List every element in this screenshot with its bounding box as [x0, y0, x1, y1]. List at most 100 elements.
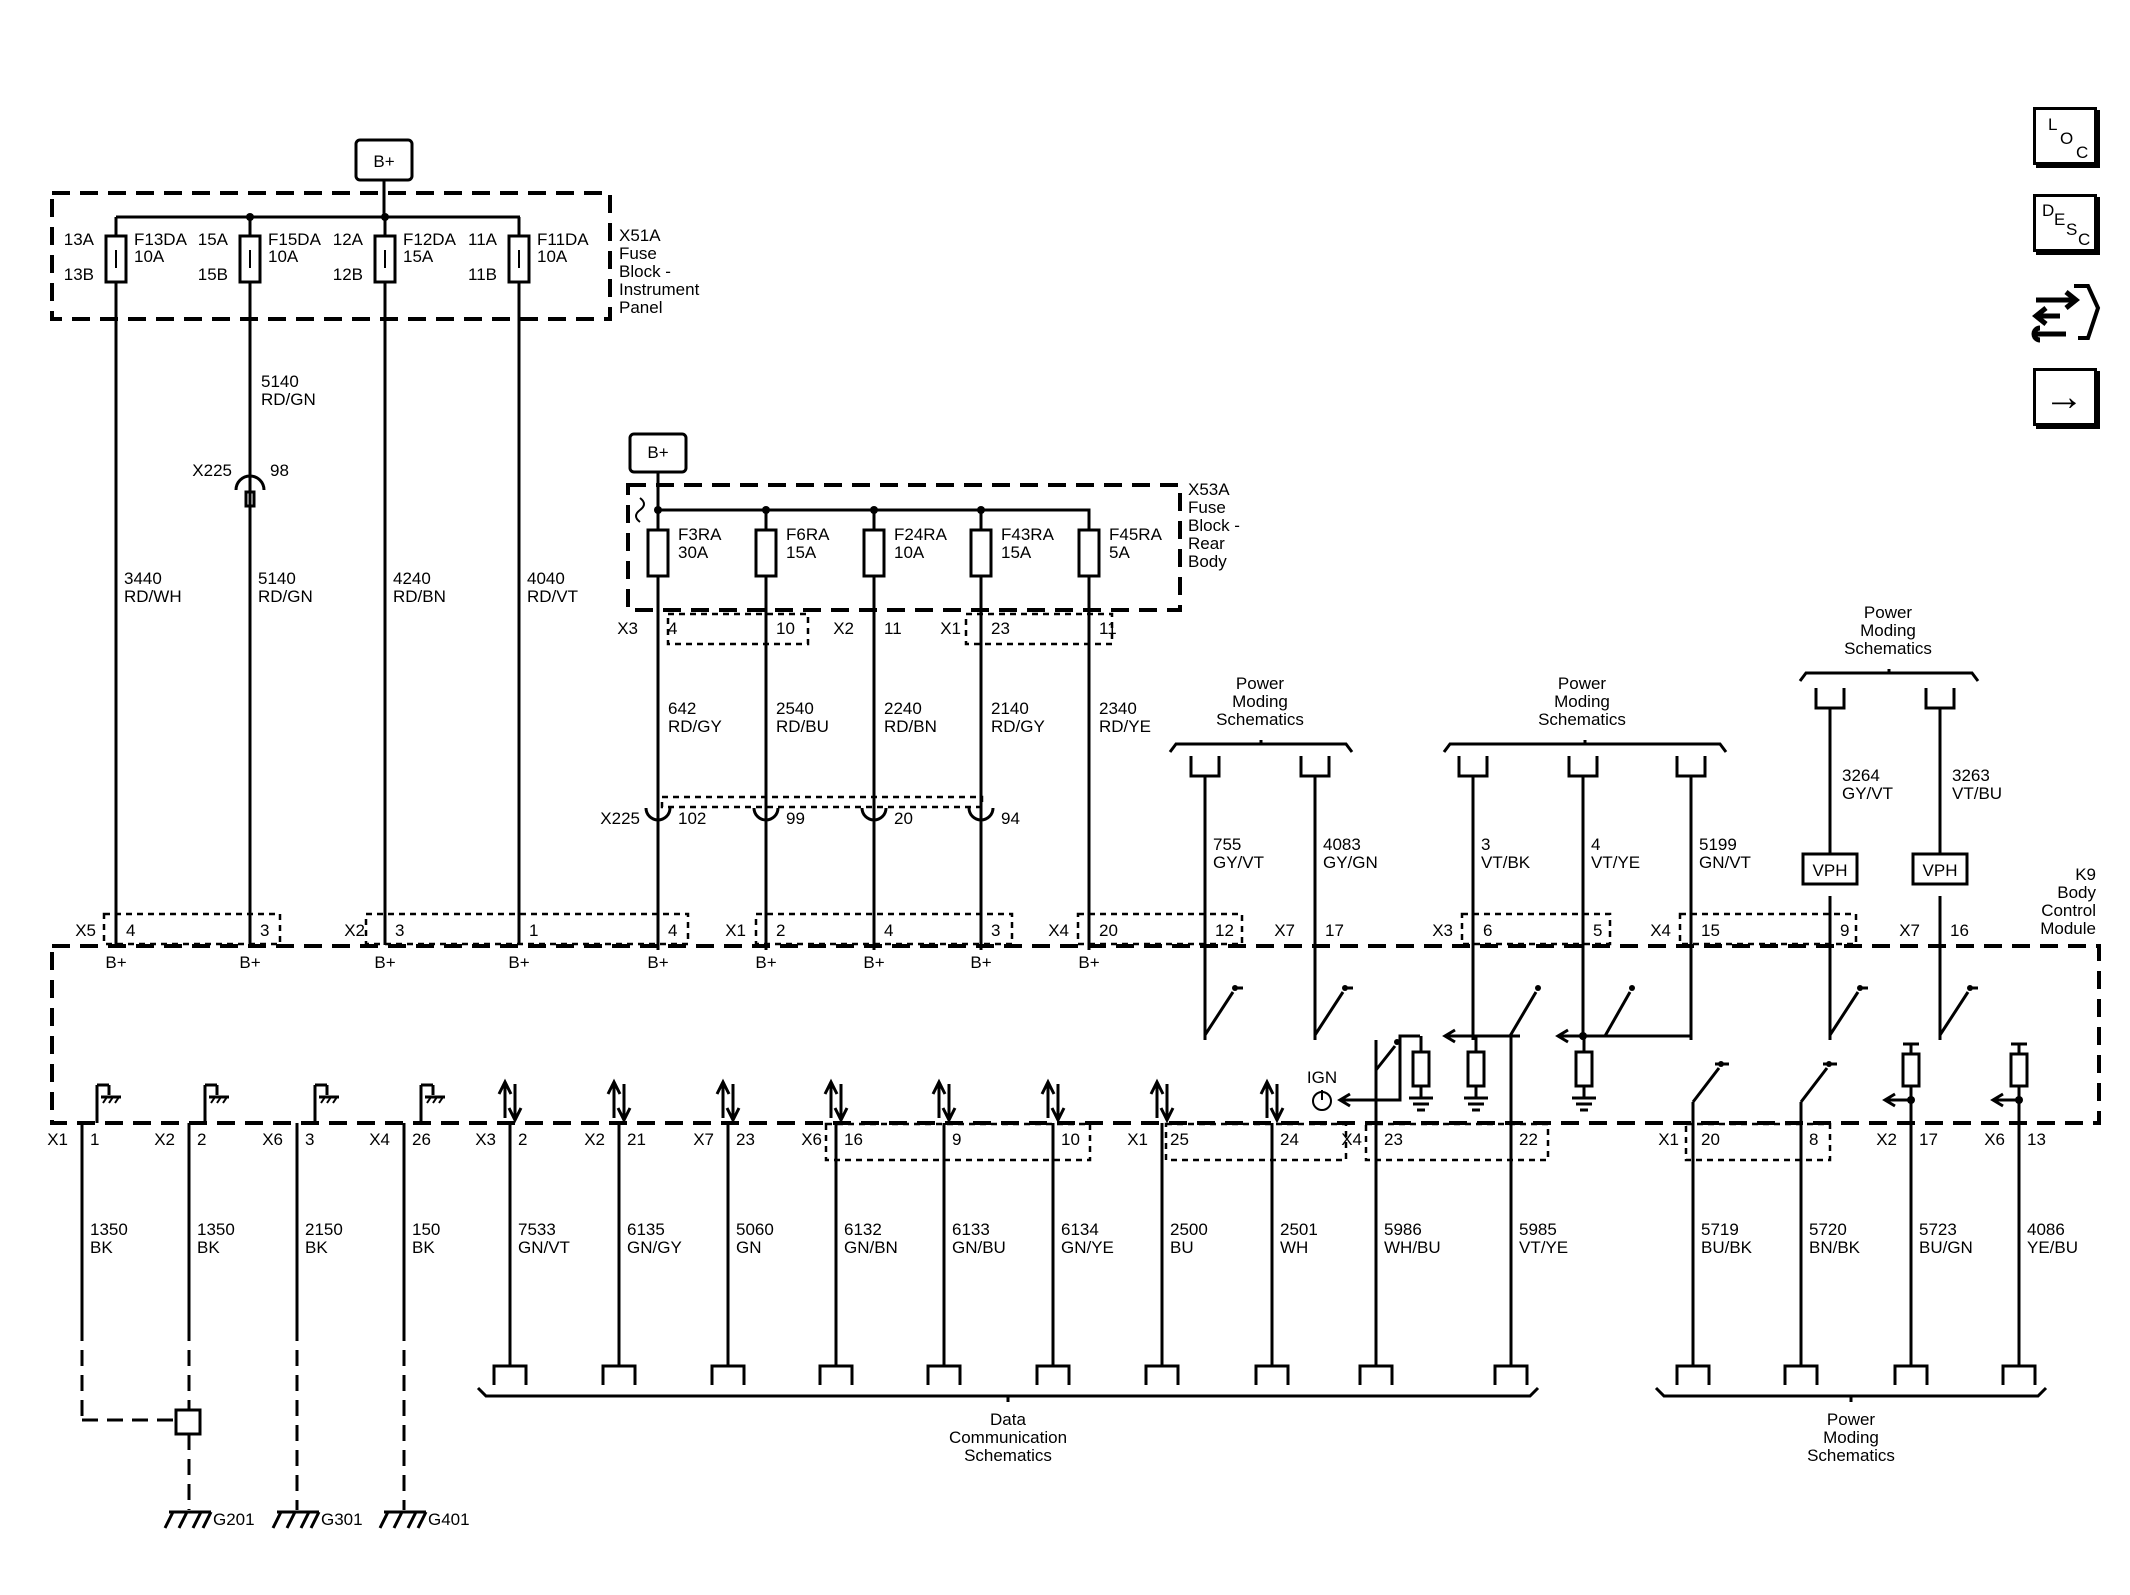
- connector-group: [364, 912, 690, 946]
- wire-number: 755: [1213, 835, 1241, 854]
- wire-color: GN/BU: [952, 1238, 1006, 1257]
- connector-group: [1684, 1122, 1832, 1162]
- connector-pin: 3: [395, 921, 404, 940]
- wire-color: YE/BU: [2027, 1238, 2078, 1257]
- fuse-out-pin: 13B: [64, 265, 94, 284]
- ground-icon: [271, 1511, 321, 1529]
- connector-pin: 23: [736, 1130, 755, 1149]
- ground-icon: [163, 1511, 213, 1529]
- connector-pin: 4: [668, 921, 677, 940]
- schematic-connector: [1299, 756, 1331, 778]
- fuse-rating: 10A: [894, 543, 925, 562]
- inline-connector-x225: [234, 474, 266, 491]
- wire-number: 4083: [1323, 835, 1361, 854]
- fuse-block-x53a-name: Fuse: [1188, 498, 1226, 517]
- switch-contact: [1473, 991, 1538, 1038]
- power-moding-reference: Moding: [1554, 692, 1610, 711]
- wire-color: RD/GN: [258, 587, 313, 606]
- connector-pin: 8: [1809, 1130, 1818, 1149]
- wire-color: RD/YE: [1099, 717, 1151, 736]
- connector-pin: 6: [1483, 921, 1492, 940]
- location-button[interactable]: L O C: [2033, 107, 2097, 165]
- connector-pin: 20: [1701, 1130, 1720, 1149]
- wire-number: 5140: [261, 372, 299, 391]
- bidirectional-arrow-icon: [931, 1078, 947, 1095]
- schematic-connector: [1675, 1364, 1711, 1385]
- pull-resistor: [1466, 1050, 1486, 1088]
- connector-pin: 25: [1170, 1130, 1189, 1149]
- fuse-rating: 10A: [268, 247, 299, 266]
- wire-number: 4040: [527, 569, 565, 588]
- wire-color: BK: [305, 1238, 328, 1257]
- wire-number: 5985: [1519, 1220, 1557, 1239]
- switch-contact: [1203, 991, 1235, 1036]
- wire-number: 2501: [1280, 1220, 1318, 1239]
- fuse-in-pin: 12A: [333, 230, 364, 249]
- fuse-name: F6RA: [786, 525, 830, 544]
- connector-name: X6: [262, 1130, 283, 1149]
- wire-number: 2240: [884, 699, 922, 718]
- wire-color: RD/GY: [668, 717, 722, 736]
- connector-group: [1076, 912, 1244, 946]
- fuse-name: F43RA: [1001, 525, 1055, 544]
- power-moding-reference: Power: [1558, 674, 1607, 693]
- ground-icon: [1409, 1036, 1433, 1112]
- wire-number: 6132: [844, 1220, 882, 1239]
- connector-pin: 23: [1384, 1130, 1403, 1149]
- schematic-connector: [926, 1364, 962, 1385]
- wire-color: GN/BN: [844, 1238, 898, 1257]
- wire-number: 4086: [2027, 1220, 2065, 1239]
- connector-group: [1460, 912, 1612, 946]
- service-connector-icon[interactable]: [2030, 278, 2102, 348]
- fuse-rating: 5A: [1109, 543, 1130, 562]
- connector-name: X4: [1341, 1130, 1362, 1149]
- wire-number: 5720: [1809, 1220, 1847, 1239]
- module-name: Body: [2057, 883, 2096, 902]
- wire-number: 5060: [736, 1220, 774, 1239]
- wire-number: 2500: [1170, 1220, 1208, 1239]
- fuse-name: F15DA: [268, 230, 322, 249]
- inline-connector-x225: [752, 807, 780, 822]
- connector-group: [666, 612, 810, 646]
- wire-number: 5719: [1701, 1220, 1739, 1239]
- b-plus-input-label: B+: [374, 953, 395, 972]
- schematic-connector: [1675, 756, 1707, 778]
- connector-name: X2: [1876, 1130, 1897, 1149]
- module-name: Module: [2040, 919, 2096, 938]
- power-moding-reference: Schematics: [1844, 639, 1932, 658]
- vph-label: VPH: [1813, 861, 1848, 880]
- switch-contact: [1828, 991, 1860, 1036]
- next-page-button[interactable]: →: [2033, 368, 2097, 426]
- connector-pin: 10: [776, 619, 795, 638]
- wire-number: 642: [668, 699, 696, 718]
- fuse-element: [754, 528, 778, 578]
- inline-connector-x225: [644, 807, 672, 822]
- description-button[interactable]: D E S C: [2033, 194, 2097, 252]
- wire-number: 4240: [393, 569, 431, 588]
- wire-color: BK: [90, 1238, 113, 1257]
- schematic-connector: [1893, 1364, 1929, 1385]
- connector-pin: 2: [518, 1130, 527, 1149]
- fuse-out-pin: 12B: [333, 265, 363, 284]
- schematic-connector: [492, 1364, 528, 1385]
- connector-name: X4: [1650, 921, 1671, 940]
- connector-name: X6: [801, 1130, 822, 1149]
- schematic-connector: [1783, 1364, 1819, 1385]
- connector-name: X4: [369, 1130, 390, 1149]
- wire-number: 3264: [1842, 766, 1880, 785]
- wire-color: VT/YE: [1519, 1238, 1568, 1257]
- fuse-block-x53a-name: Block -: [1188, 516, 1240, 535]
- schematic-connector: [1254, 1364, 1290, 1385]
- bidirectional-arrow-icon: [606, 1078, 622, 1095]
- wire-color: GN/VT: [518, 1238, 570, 1257]
- connector-name: X4: [1048, 921, 1069, 940]
- wire-number: 5723: [1919, 1220, 1957, 1239]
- right-arrow-icon: →: [2044, 375, 2084, 419]
- inline-connector-pin: 94: [1001, 809, 1020, 828]
- wire-number: 6134: [1061, 1220, 1099, 1239]
- connector-pin: 2: [776, 921, 785, 940]
- power-moding-reference: Schematics: [1216, 710, 1304, 729]
- fuse-block-x51a-name: Block -: [619, 262, 671, 281]
- wire-number: 6133: [952, 1220, 990, 1239]
- inline-connector-x225: [967, 807, 995, 822]
